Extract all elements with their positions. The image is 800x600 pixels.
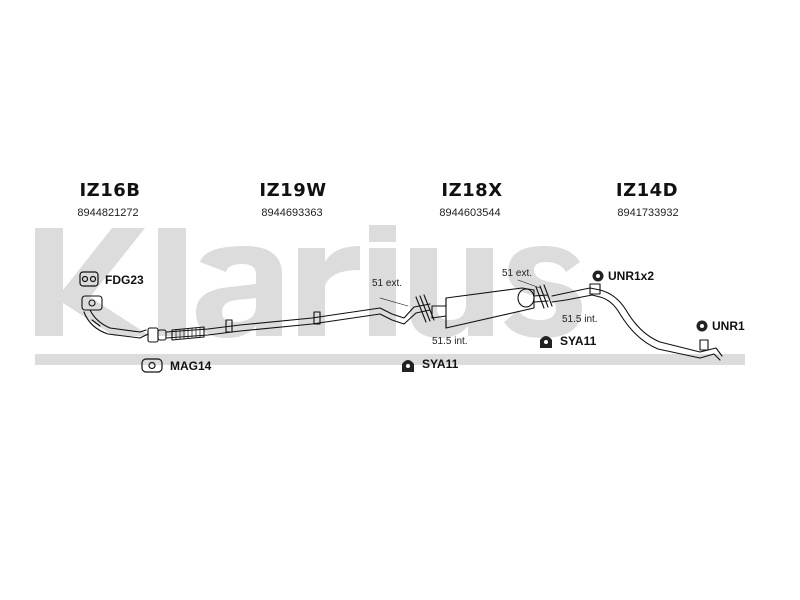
unr-x2-icon — [592, 270, 604, 282]
unr-x2-label: UNR1x2 — [608, 269, 655, 283]
section-code-4: IZ14D — [615, 180, 679, 201]
unr-icon — [696, 320, 708, 332]
mag-label: MAG14 — [170, 359, 212, 373]
mag-gasket-icon — [141, 358, 163, 373]
section-code-2: IZ19W — [259, 180, 327, 201]
joint-right — [517, 279, 553, 309]
fdg-label: FDG23 — [105, 273, 144, 287]
flange-joint — [147, 327, 167, 343]
sya-center-icon — [402, 360, 414, 372]
section-code-1: IZ16B — [79, 180, 141, 201]
part-number-3: 8944603544 — [439, 207, 501, 219]
middle-silencer — [431, 287, 549, 329]
ext-right-note: 51 ext. — [502, 268, 533, 279]
ext-left-note: 51 ext. — [372, 278, 403, 289]
sya-right-label: SYA11 — [560, 334, 597, 348]
sya-center-label: SYA11 — [422, 357, 459, 371]
int-left-note: 51.5 int. — [432, 336, 468, 347]
sya-right-icon — [540, 336, 552, 348]
front-pipe — [165, 303, 431, 341]
part-number-1: 8944821272 — [77, 207, 139, 219]
front-downpipe — [81, 295, 149, 339]
int-right-note: 51.5 int. — [562, 314, 598, 325]
fdg-gasket-icon — [79, 271, 99, 287]
part-number-4: 8941733932 — [617, 207, 679, 219]
tail-pipe — [551, 283, 723, 361]
unr-label: UNR1 — [712, 319, 745, 333]
section-code-3: IZ18X — [441, 180, 503, 201]
part-number-2: 8944693363 — [261, 207, 323, 219]
